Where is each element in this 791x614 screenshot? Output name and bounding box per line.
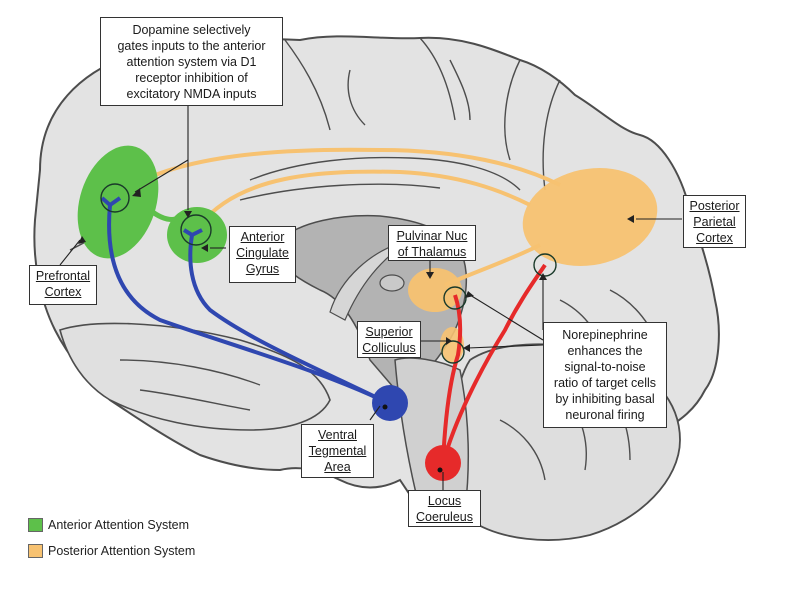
label-line: Cortex [696,231,733,245]
anterior-cingulate-region [167,207,227,263]
label-line: Posterior [689,199,740,213]
dopamine-annotation: Dopamine selectively gates inputs to the… [100,17,283,106]
locus-coeruleus-nucleus [425,445,461,481]
label-line: Area [324,460,351,474]
label-line: of Thalamus [397,245,467,259]
annotation-line: Norepinephrine [562,328,648,342]
legend-swatch-posterior [28,544,43,558]
label-line: Colliculus [362,341,416,355]
legend-swatch-anterior [28,518,43,532]
annotation-line: signal-to-noise [564,360,646,374]
posterior-pathways [123,147,561,287]
annotation-line: by inhibiting basal [555,392,655,406]
annotation-line: neuronal firing [565,408,645,422]
label-locus-coeruleus: Locus Coeruleus [408,490,481,527]
annotation-line: gates inputs to the anterior [117,39,266,53]
legend: Anterior Attention System Posterior Atte… [28,514,195,566]
annotation-line: Dopamine selectively [132,23,251,37]
anterior-connection [148,208,181,223]
label-anterior-cingulate-gyrus: Anterior Cingulate Gyrus [229,226,296,283]
label-prefrontal-cortex: Prefrontal Cortex [29,265,97,305]
label-line: Tegmental [308,444,367,458]
norepinephrine-pathways [441,263,547,464]
leader-lines [59,105,682,490]
annotation-line: enhances the [567,344,643,358]
legend-item-posterior: Posterior Attention System [28,540,195,562]
label-line: Anterior [240,230,285,244]
label-line: Parietal [693,215,736,229]
label-superior-colliculus: Superior Colliculus [357,321,421,358]
pulvinar-region [408,268,462,312]
label-line: Gyrus [245,262,280,276]
annotation-line: attention system via D1 [126,55,257,69]
label-line: Cingulate [236,246,289,260]
label-line: Prefrontal [35,269,91,283]
annotation-line: excitatory NMDA inputs [126,87,257,101]
synapse-targets [100,183,557,364]
posterior-parietal-region [522,167,658,267]
label-line: Cortex [44,285,82,299]
prefrontal-region [77,145,159,259]
legend-item-anterior: Anterior Attention System [28,514,195,536]
legend-label: Anterior Attention System [48,518,190,532]
annotation-line: ratio of target cells [553,376,657,390]
label-posterior-parietal-cortex: Posterior Parietal Cortex [683,195,746,248]
norepinephrine-annotation: Norepinephrine enhances the signal-to-no… [543,322,667,428]
label-ventral-tegmental-area: Ventral Tegmental Area [301,424,374,478]
label-line: Coeruleus [416,510,473,524]
label-line: Superior [365,325,413,339]
label-line: Locus [427,494,462,508]
thalamus-nucleus [379,274,405,292]
arrowheads [78,188,634,352]
label-line: Pulvinar Nuc [396,229,468,243]
annotation-line: receptor inhibition of [135,71,248,85]
dopamine-pathways [107,204,389,405]
label-line: Ventral [318,428,357,442]
legend-label: Posterior Attention System [48,544,196,558]
label-pulvinar-nucleus: Pulvinar Nuc of Thalamus [388,225,476,261]
ventral-tegmental-area-nucleus [372,385,408,421]
